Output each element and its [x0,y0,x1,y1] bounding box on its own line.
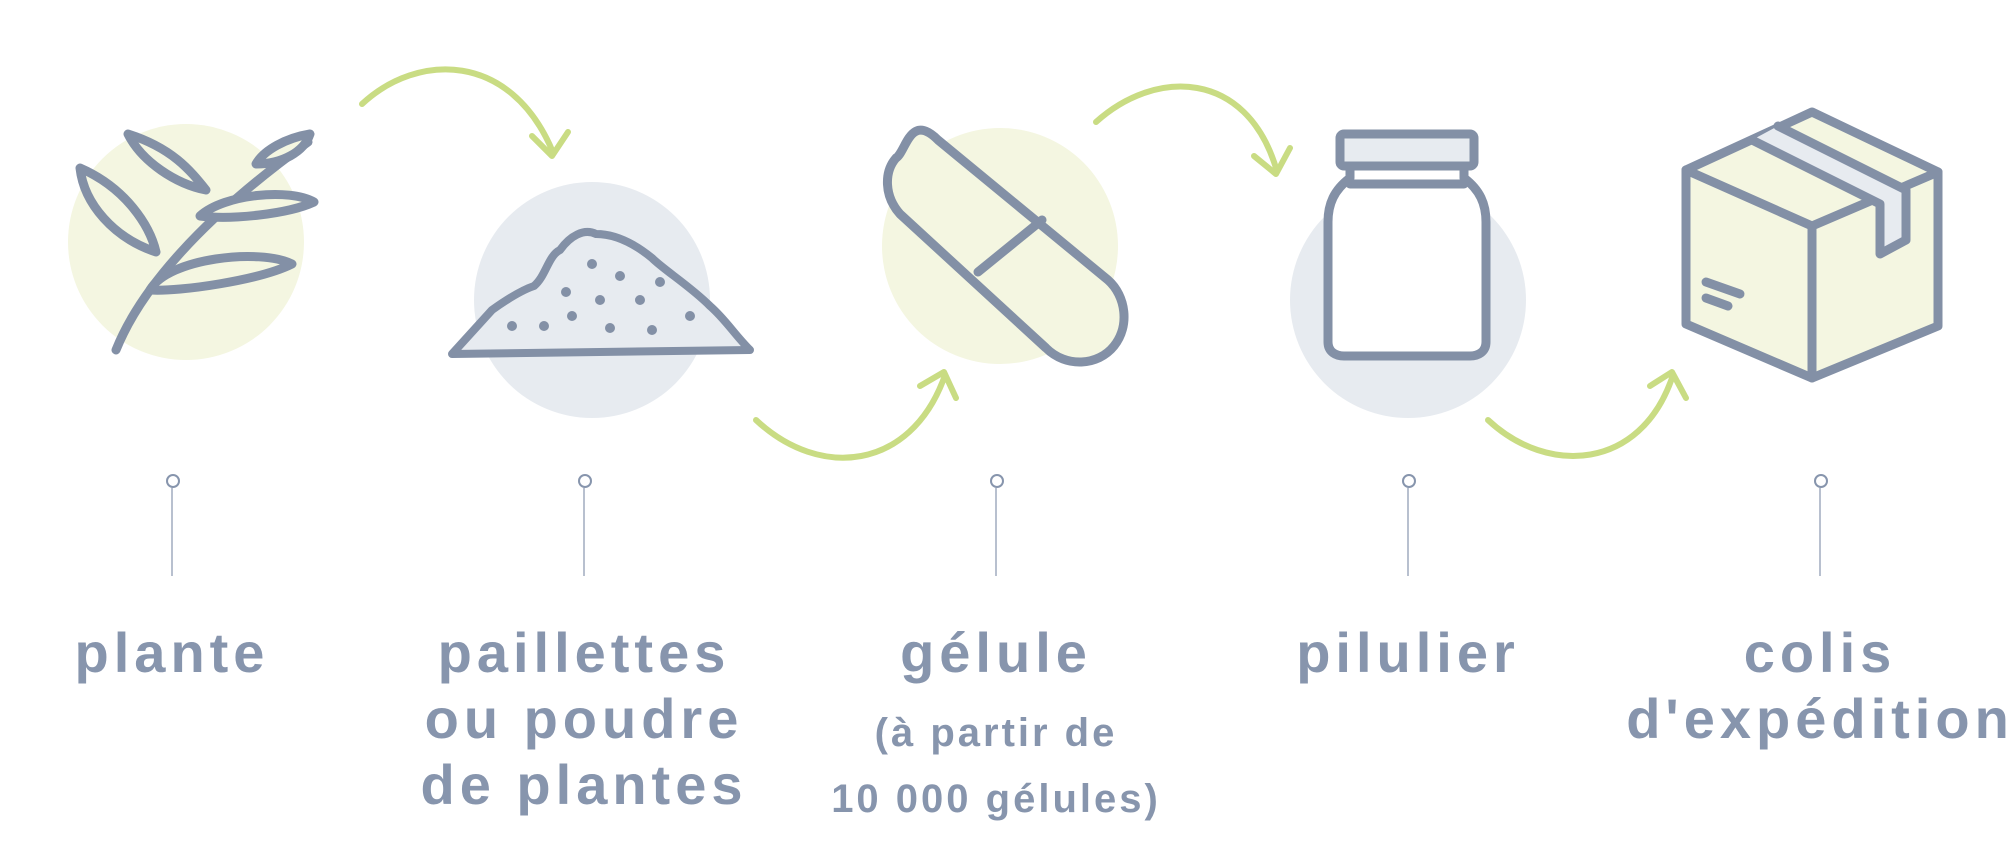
step-pilulier: pilulier [1198,0,1618,844]
label-line: plante [74,621,270,684]
plant-icon [75,129,319,355]
label-line: d'expédition [1626,687,2010,750]
label-line: pilulier [1296,621,1520,684]
pin-dot [578,474,592,488]
pin-line [1819,488,1821,576]
step-label: colis d'expédition [1610,620,2010,752]
step-label: pilulier [1198,620,1618,686]
sublabel-line: 10 000 gélules) [831,777,1161,821]
pin-dot [1814,474,1828,488]
label-line: de plantes [420,753,748,816]
step-colis: colis d'expédition [1610,0,2010,844]
step-label: paillettes ou poudre de plantes [374,620,794,818]
step-label: gélule [786,620,1206,686]
sublabel-line: (à partir de [874,711,1118,755]
step-sublabel: (à partir de 10 000 gélules) [786,700,1206,832]
pin-line [995,488,997,576]
step-paillettes: paillettes ou poudre de plantes [374,0,794,844]
arrow-powder-to-capsule [753,369,959,461]
arrow-jar-to-box [1485,369,1689,459]
step-gelule: gélule (à partir de 10 000 gélules) [786,0,1206,844]
jar-icon [1323,129,1491,361]
pin-line [1407,488,1409,576]
pin-dot [990,474,1004,488]
label-line: paillettes [437,621,731,684]
pin-line [583,488,585,576]
arrow-plant-to-powder [359,66,571,159]
step-plante: plante [0,0,382,844]
pin-dot [166,474,180,488]
capsule-icon [882,125,1129,367]
box-icon [1681,107,1943,383]
step-label: plante [0,620,382,686]
label-line: colis [1743,621,1897,684]
label-line: gélule [900,621,1092,684]
label-line: ou poudre [424,687,744,750]
arrow-capsule-to-jar [1093,83,1293,177]
pin-line [171,488,173,576]
powder-pile-icon [448,228,754,358]
pin-dot [1402,474,1416,488]
